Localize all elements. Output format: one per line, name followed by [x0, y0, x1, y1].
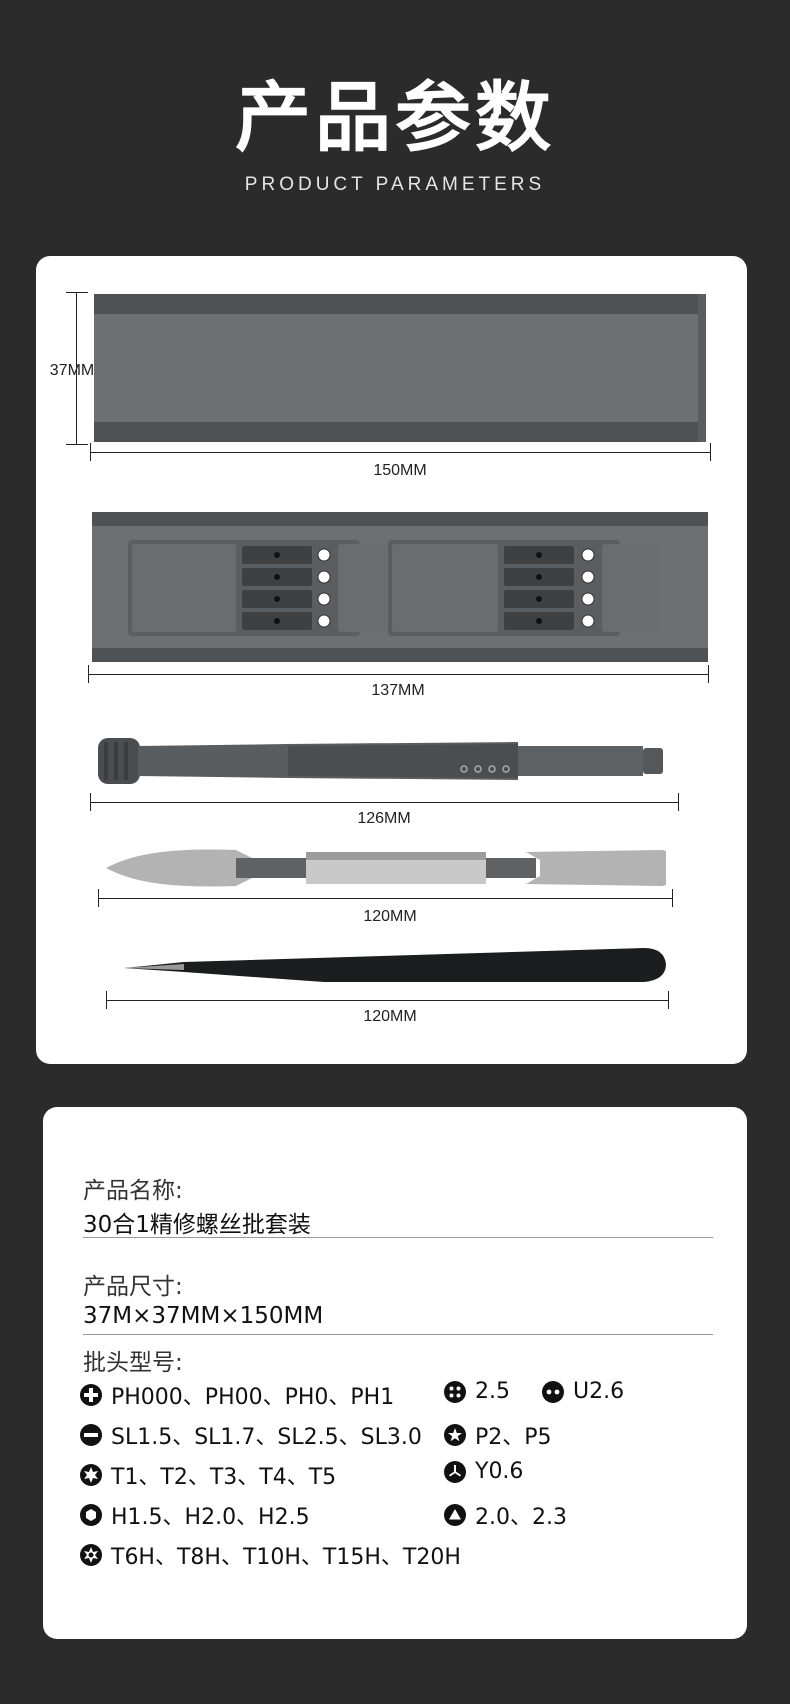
page-title: 产品参数: [235, 73, 555, 162]
product-name-label: 产品名称:: [83, 1178, 183, 1204]
driver-length-tick-right: [678, 793, 679, 811]
case-open-image: [92, 512, 708, 662]
dimensions-card: 37MM 150MM: [36, 256, 747, 1064]
bit-row-security-torx: T6H、T8H、T10H、T15H、T20H: [79, 1539, 461, 1571]
spudger-length-line: [98, 898, 672, 899]
driver-length-line: [90, 802, 678, 803]
tray-length-tick-left: [88, 665, 89, 683]
divider: [83, 1237, 713, 1238]
box-length-line: [90, 452, 710, 453]
screwdriver-image: [98, 732, 718, 790]
quad-point-icon: [444, 1380, 466, 1403]
bit-text: P2、P5: [475, 1425, 552, 1450]
tray-length-line: [88, 674, 708, 675]
driver-length-tick-left: [90, 793, 91, 811]
product-name-value: 30合1精修螺丝批套装: [83, 1212, 311, 1238]
bit-text: T1、T2、T3、T4、T5: [111, 1465, 337, 1490]
security-torx-icon: [80, 1544, 102, 1566]
box-length-label: 150MM: [373, 462, 427, 479]
bit-types-label: 批头型号:: [83, 1350, 183, 1376]
spec-card: 产品名称: 30合1精修螺丝批套装 产品尺寸: 37M×37MM×150MM 批…: [43, 1107, 747, 1639]
case-closed-image: [94, 294, 706, 442]
tweezers-length-tick-right: [668, 991, 669, 1009]
spudger-length-tick-right: [672, 889, 673, 907]
bit-row-triangle: 2.0、2.3: [443, 1499, 567, 1531]
spudger-length-label: 120MM: [363, 908, 417, 925]
height-dim-line: [76, 292, 77, 444]
bit-text: PH000、PH00、PH0、PH1: [111, 1385, 395, 1410]
slotted-icon: [80, 1424, 102, 1446]
box-height-label: 37MM: [49, 362, 95, 379]
spudger-image: [106, 846, 668, 890]
tweezers-length-label: 120MM: [363, 1008, 417, 1025]
bit-text: T6H、T8H、T10H、T15H、T20H: [111, 1545, 461, 1570]
tweezers-length-line: [106, 1000, 668, 1001]
tweezers-image: [124, 946, 674, 988]
bit-row-pentalobe: P2、P5: [443, 1419, 552, 1451]
bit-text: 2.0、2.3: [475, 1505, 567, 1530]
bit-row-u-type: U2.6: [541, 1379, 624, 1404]
bit-text: 2.5: [475, 1379, 510, 1404]
bit-row-hex: H1.5、H2.0、H2.5: [79, 1499, 310, 1531]
box-length-tick-right: [710, 443, 711, 461]
bit-text: H1.5、H2.0、H2.5: [111, 1505, 310, 1530]
product-size-value: 37M×37MM×150MM: [83, 1303, 324, 1329]
spudger-length-tick-left: [98, 889, 99, 907]
bit-row-phillips: PH000、PH00、PH0、PH1: [79, 1379, 394, 1411]
bit-row-quad-point: 2.5: [443, 1379, 510, 1404]
tweezers-length-tick-left: [106, 991, 107, 1009]
product-size-label: 产品尺寸:: [83, 1274, 183, 1300]
tray-length-label: 137MM: [371, 682, 425, 699]
bit-text: U2.6: [573, 1379, 625, 1404]
bit-text: Y0.6: [475, 1459, 524, 1484]
driver-length-label: 126MM: [357, 810, 411, 827]
torx-icon: [80, 1464, 102, 1486]
bit-row-slotted: SL1.5、SL1.7、SL2.5、SL3.0: [79, 1419, 422, 1451]
page-subtitle: PRODUCT PARAMETERS: [244, 174, 546, 195]
hex-icon: [80, 1504, 102, 1526]
tray-length-tick-right: [708, 665, 709, 683]
bit-text: SL1.5、SL1.7、SL2.5、SL3.0: [111, 1425, 422, 1450]
u-type-icon: [542, 1380, 564, 1403]
bit-row-tri-wing: Y0.6: [443, 1459, 523, 1484]
box-length-tick-left: [90, 443, 91, 461]
triangle-icon: [444, 1504, 466, 1526]
pentalobe-icon: [444, 1424, 466, 1446]
divider: [83, 1334, 713, 1335]
tri-wing-icon: [444, 1460, 466, 1483]
phillips-icon: [80, 1384, 102, 1406]
height-dim-tick-bottom: [66, 444, 88, 445]
height-dim-tick-top: [66, 292, 88, 293]
bit-row-torx: T1、T2、T3、T4、T5: [79, 1459, 336, 1491]
